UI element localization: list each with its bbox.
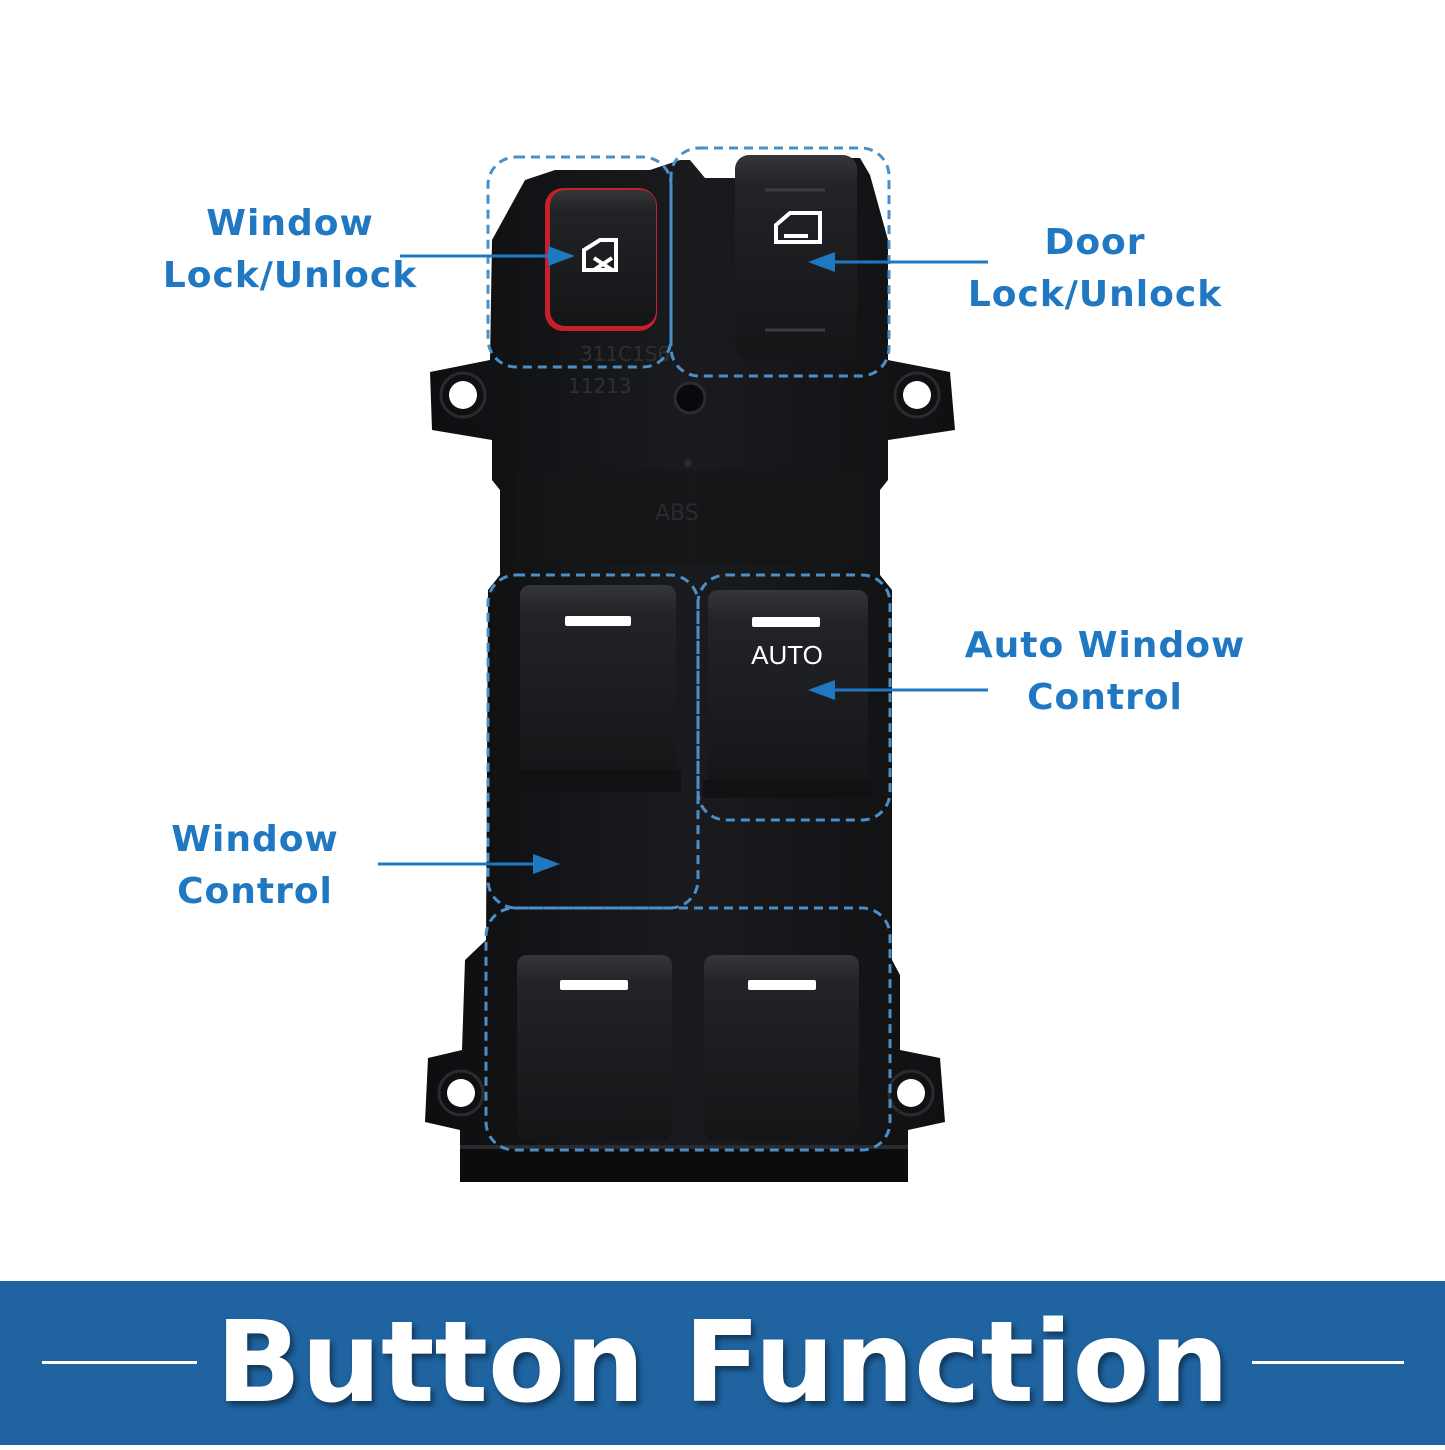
highlight-window-control	[486, 573, 700, 910]
auto-label: AUTO	[751, 640, 823, 670]
molded-material-mark: ABS	[655, 501, 699, 526]
callout-window-control: Window Control	[120, 814, 390, 918]
window-control-button-rear-left[interactable]	[517, 955, 672, 1140]
callout-window-lock: Window Lock/Unlock	[140, 198, 440, 302]
banner-rule-left	[42, 1361, 197, 1364]
door-lock-button[interactable]	[735, 155, 857, 360]
switch-housing: 311C1S6 11213 ABS	[425, 158, 955, 1182]
mount-hole-bottom-left	[447, 1079, 475, 1107]
arrow-window-lock	[548, 246, 575, 266]
window-control-button-front-left[interactable]	[515, 585, 681, 792]
callout-auto-window-line2: Control	[1027, 677, 1183, 718]
callout-door-lock-line1: Door	[1044, 222, 1146, 263]
callout-window-lock-line1: Window	[206, 203, 374, 244]
mount-hole-left	[449, 381, 477, 409]
window-lock-icon	[582, 238, 618, 272]
window-lock-button[interactable]	[545, 188, 657, 331]
callout-auto-window-line1: Auto Window	[964, 625, 1246, 666]
mount-hole-right	[903, 381, 931, 409]
highlight-auto-window	[696, 573, 892, 822]
arrow-auto-window	[808, 680, 835, 700]
door-lock-icon	[774, 211, 822, 244]
mount-hole-bottom-right	[897, 1079, 925, 1107]
callout-auto-window: Auto Window Control	[950, 620, 1260, 724]
arrow-window-control	[533, 854, 560, 874]
callout-door-lock: Door Lock/Unlock	[950, 217, 1240, 321]
molded-date-code: 11213	[568, 374, 632, 398]
banner-rule-right	[1252, 1361, 1404, 1364]
window-control-button-rear-right[interactable]	[704, 955, 859, 1140]
arrow-door-lock	[808, 252, 835, 272]
molded-part-number: 311C1S6	[580, 342, 670, 366]
highlight-rear-windows	[484, 906, 892, 1152]
callout-door-lock-line2: Lock/Unlock	[967, 274, 1223, 315]
callout-window-lock-line2: Lock/Unlock	[162, 255, 418, 296]
auto-window-button[interactable]: AUTO	[703, 590, 873, 798]
title-banner: Button Function	[0, 1281, 1445, 1445]
callout-arrows	[378, 246, 988, 874]
callout-window-control-line2: Control	[177, 871, 333, 912]
callout-window-control-line1: Window	[171, 819, 339, 860]
banner-title: Button Function	[215, 1298, 1230, 1428]
